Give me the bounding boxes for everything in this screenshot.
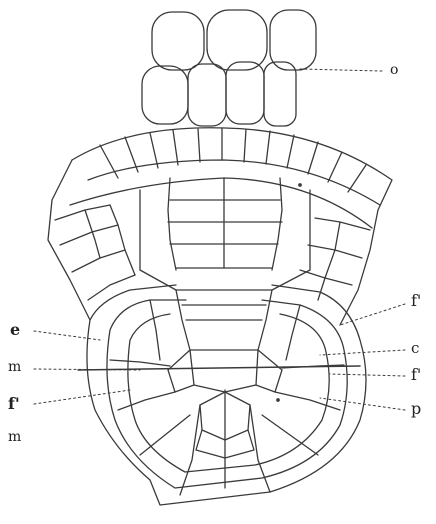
label-m-lower: m — [8, 430, 21, 444]
label-o: o — [390, 63, 398, 77]
label-f-right-mid: f' — [411, 367, 421, 383]
label-f-left: f' — [8, 396, 20, 412]
label-c: c — [411, 341, 419, 356]
second-cell-row — [142, 62, 296, 126]
label-m-upper: m — [8, 360, 21, 374]
label-e: e — [10, 322, 20, 338]
top-cell-row — [152, 10, 316, 70]
outer-cap — [72, 128, 392, 325]
label-p: p — [411, 401, 421, 417]
label-f-right-top: f' — [411, 293, 421, 309]
